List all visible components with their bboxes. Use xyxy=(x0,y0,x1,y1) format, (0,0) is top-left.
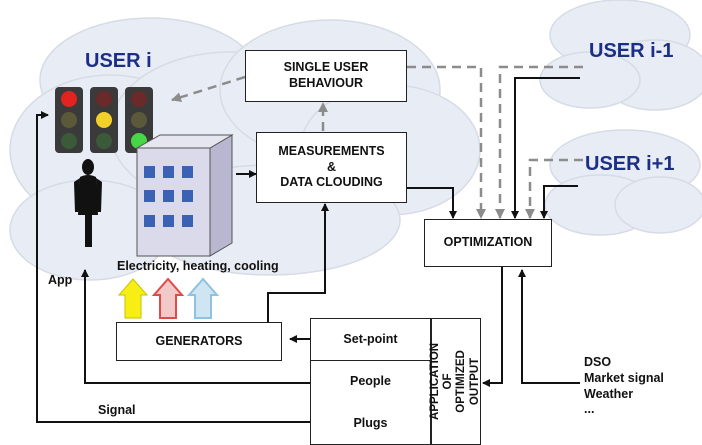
cloud-user-i-plus-1 xyxy=(544,129,702,236)
plugs-box: Plugs xyxy=(310,403,431,445)
application-box xyxy=(431,318,481,445)
signal-label: Signal xyxy=(98,403,136,417)
building-icon xyxy=(135,134,234,257)
user-i-minus-1-label: USER i-1 xyxy=(589,40,674,62)
user-i-label: USER i xyxy=(85,50,152,72)
user-i-plus-1-label: USER i+1 xyxy=(585,153,675,175)
generators-box: GENERATORS xyxy=(116,322,282,361)
input-dso: DSO xyxy=(584,355,612,369)
application-label: APPLICATION OF OPTIMIZED OUTPUT xyxy=(429,342,482,421)
app-label: App xyxy=(48,273,73,287)
solid-arrows xyxy=(36,77,580,423)
application-label-wrap: APPLICATION OF OPTIMIZED OUTPUT xyxy=(429,318,482,445)
services-label: Electricity, heating, cooling xyxy=(117,259,279,273)
up-arrows-icon xyxy=(117,277,220,319)
people-box: People xyxy=(310,361,431,404)
input-market-signal: Market signal xyxy=(584,371,664,385)
single-user-behaviour-box: SINGLE USER BEHAVIOUR xyxy=(245,50,407,102)
person-icon xyxy=(74,159,102,247)
measurements-box: MEASUREMENTS & DATA CLOUDING xyxy=(256,132,407,203)
dashed-arrows xyxy=(171,65,583,219)
input-more: ... xyxy=(584,402,595,416)
input-weather: Weather xyxy=(584,387,634,401)
set-point-box: Set-point xyxy=(310,318,431,361)
traffic-lights-icon xyxy=(55,87,153,153)
optimization-box: OPTIMIZATION xyxy=(424,219,552,267)
